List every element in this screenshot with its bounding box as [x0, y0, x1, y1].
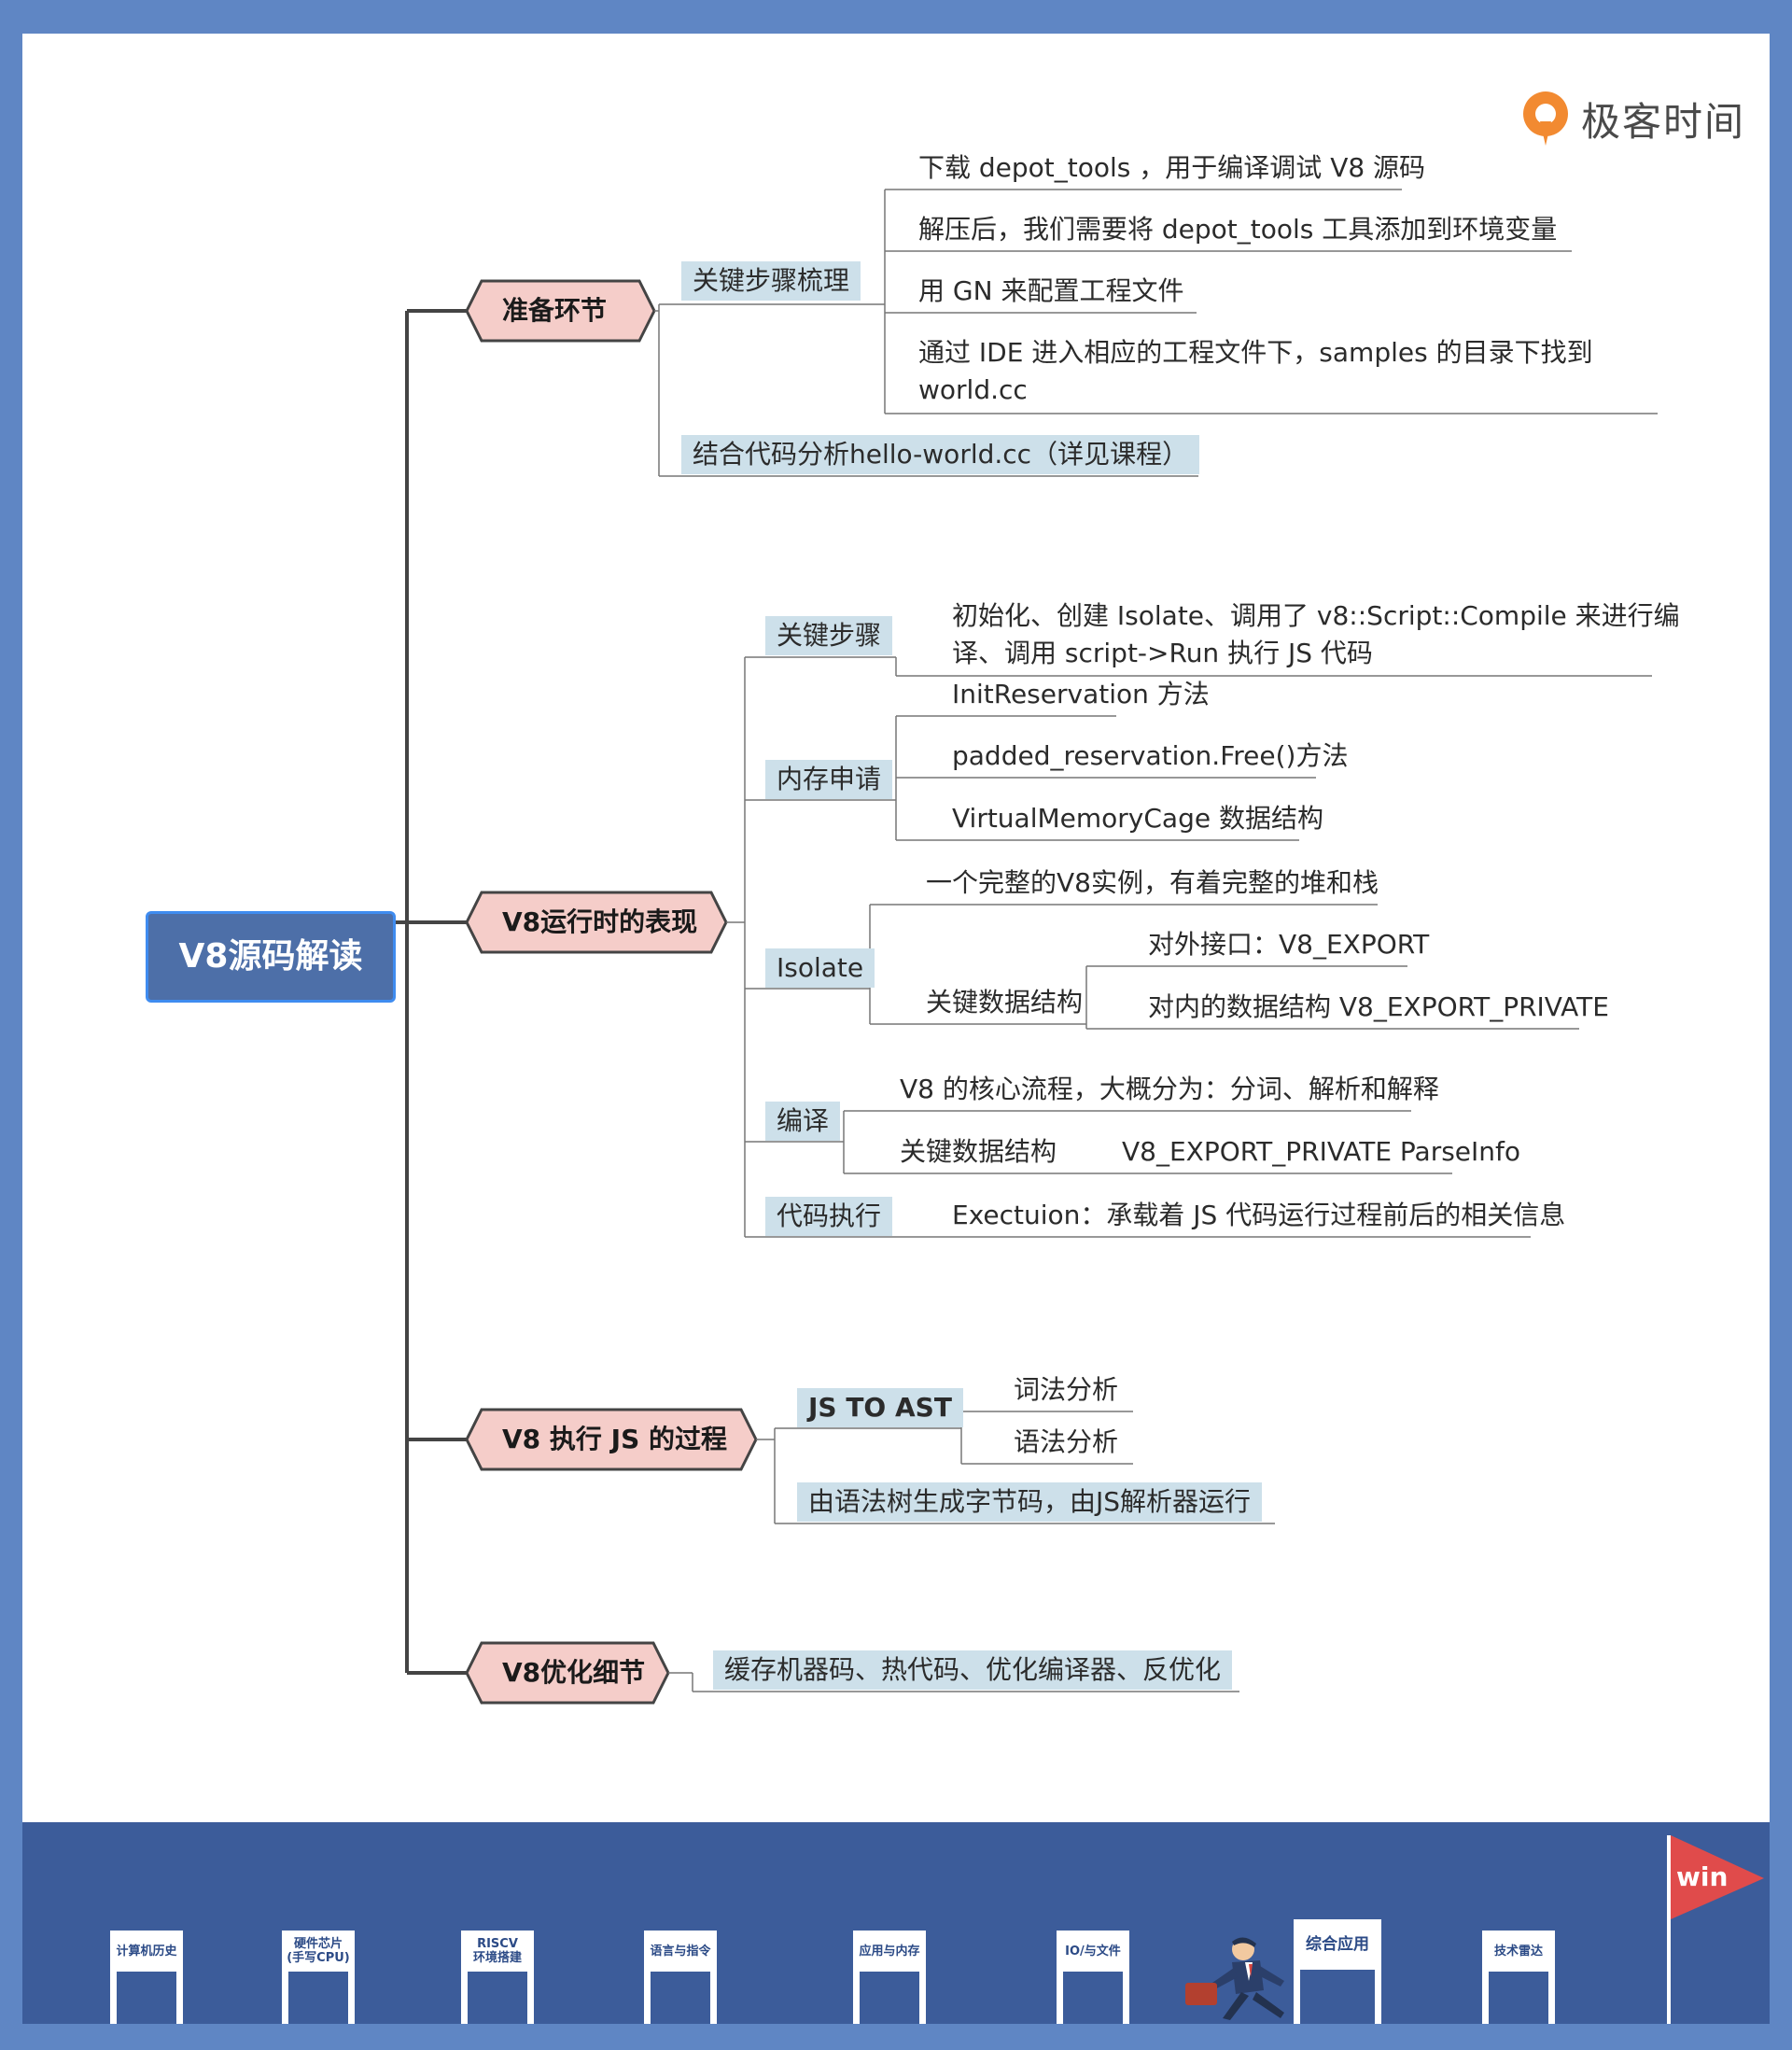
- footer-banner: 计算机历史 硬件芯片 (手写CPU) RISCV 环境搭建 语言与指令 应用与内…: [22, 1822, 1770, 2024]
- branch-process-label: V8 执行 JS 的过程: [502, 1424, 727, 1454]
- runtime-isolate-box: Isolate: [765, 948, 875, 988]
- runtime-exec-box: 代码执行: [765, 1197, 893, 1236]
- gate-5: 应用与内存: [853, 1931, 926, 2024]
- runtime-isolate-item-2: 对内的数据结构 V8_EXPORT_PRIVATE: [1148, 991, 1609, 1022]
- gate-1-label: 计算机历史: [116, 1944, 177, 1959]
- gate-8: 技术雷达: [1482, 1931, 1555, 2024]
- branch-runtime-label: V8运行时的表现: [502, 906, 698, 937]
- runtime-compile-box: 编译: [765, 1102, 841, 1141]
- branch-prepare-label: 准备环节: [502, 295, 608, 326]
- flag-pole: [1667, 1835, 1671, 2024]
- prepare-steps-box: 关键步骤梳理: [681, 261, 861, 301]
- gate-6-label: IO/与文件: [1065, 1944, 1121, 1959]
- runtime-isolate-desc: 一个完整的V8实例，有着完整的堆和栈: [926, 867, 1379, 898]
- runner-figure-icon: [1185, 1937, 1284, 2020]
- gate-2: 硬件芯片 (手写CPU): [282, 1931, 355, 2024]
- runtime-exec-text: Exectuion：承载着 JS 代码运行过程前后的相关信息: [952, 1200, 1566, 1230]
- runtime-compile-key-data: 关键数据结构: [900, 1136, 1057, 1167]
- gate-8-label: 技术雷达: [1493, 1944, 1543, 1959]
- gate-1: 计算机历史: [110, 1931, 183, 2024]
- gate-4-label: 语言与指令: [650, 1944, 711, 1959]
- gate-6: IO/与文件: [1057, 1931, 1129, 2024]
- runtime-key-steps-text: 初始化、创建 Isolate、调用了 v8::Script::Compile 来…: [952, 600, 1680, 668]
- process-ast-item-2: 语法分析: [1014, 1426, 1119, 1457]
- detail-connectors: [654, 189, 1658, 1692]
- process-ast-item-1: 词法分析: [1014, 1374, 1119, 1405]
- branch-optimize-label: V8优化细节: [502, 1657, 646, 1688]
- runtime-compile-desc: V8 的核心流程，大概分为：分词、解析和解释: [900, 1074, 1439, 1104]
- process-ast-box: JS TO AST: [797, 1388, 963, 1427]
- hex-shapes: [465, 279, 758, 1705]
- gate-7-label: 综合应用: [1306, 1934, 1369, 1954]
- gate-5-label: 应用与内存: [859, 1944, 920, 1959]
- prepare-analysis-box: 结合代码分析hello-world.cc（详见课程）: [681, 435, 1200, 474]
- prepare-step-2: 解压后，我们需要将 depot_tools 工具添加到环境变量: [918, 214, 1558, 245]
- main-connectors: [396, 309, 467, 1675]
- runtime-key-steps-box: 关键步骤: [765, 616, 893, 655]
- brand-logo: 极客时间: [1519, 86, 1745, 151]
- gate-3-label: RISCV 环境搭建: [472, 1937, 522, 1965]
- canvas: 极客时间 V8源码解读 准备环节 V8运行时的表现 V8 执行 JS 的过程 V…: [22, 34, 1770, 1822]
- win-flag-icon: [1671, 1835, 1764, 1919]
- runtime-compile-value: V8_EXPORT_PRIVATE ParseInfo: [1122, 1136, 1521, 1167]
- runtime-memory-item-1: InitReservation 方法: [952, 679, 1210, 709]
- runtime-memory-item-3: VirtualMemoryCage 数据结构: [952, 803, 1323, 834]
- prepare-step-1: 下载 depot_tools ，用于编译调试 V8 源码: [918, 152, 1426, 183]
- gate-2-label: 硬件芯片 (手写CPU): [287, 1937, 350, 1965]
- process-bytecode-box: 由语法树生成字节码，由JS解析器运行: [797, 1482, 1263, 1522]
- gate-7: 综合应用: [1294, 1919, 1381, 2024]
- runtime-memory-box: 内存申请: [765, 760, 893, 799]
- geektime-logo-icon: [1523, 91, 1568, 146]
- runtime-isolate-key-data: 关键数据结构: [926, 987, 1084, 1018]
- flag-label: win: [1676, 1861, 1729, 1892]
- gate-3: RISCV 环境搭建: [461, 1931, 534, 2024]
- prepare-step-3: 用 GN 来配置工程文件: [918, 275, 1184, 306]
- mindmap-connectors: [396, 189, 1658, 1705]
- runtime-isolate-item-1: 对外接口：V8_EXPORT: [1148, 929, 1430, 960]
- brand-name: 极客时间: [1581, 98, 1746, 145]
- prepare-step-4: 通过 IDE 进入相应的工程文件下，samples 的目录下找到 world.c…: [918, 337, 1593, 405]
- runtime-memory-item-2: padded_reservation.Free()方法: [952, 740, 1349, 771]
- gate-4: 语言与指令: [644, 1931, 717, 2024]
- root-node: V8源码解读: [146, 911, 396, 1003]
- optimize-box: 缓存机器码、热代码、优化编译器、反优化: [713, 1650, 1233, 1690]
